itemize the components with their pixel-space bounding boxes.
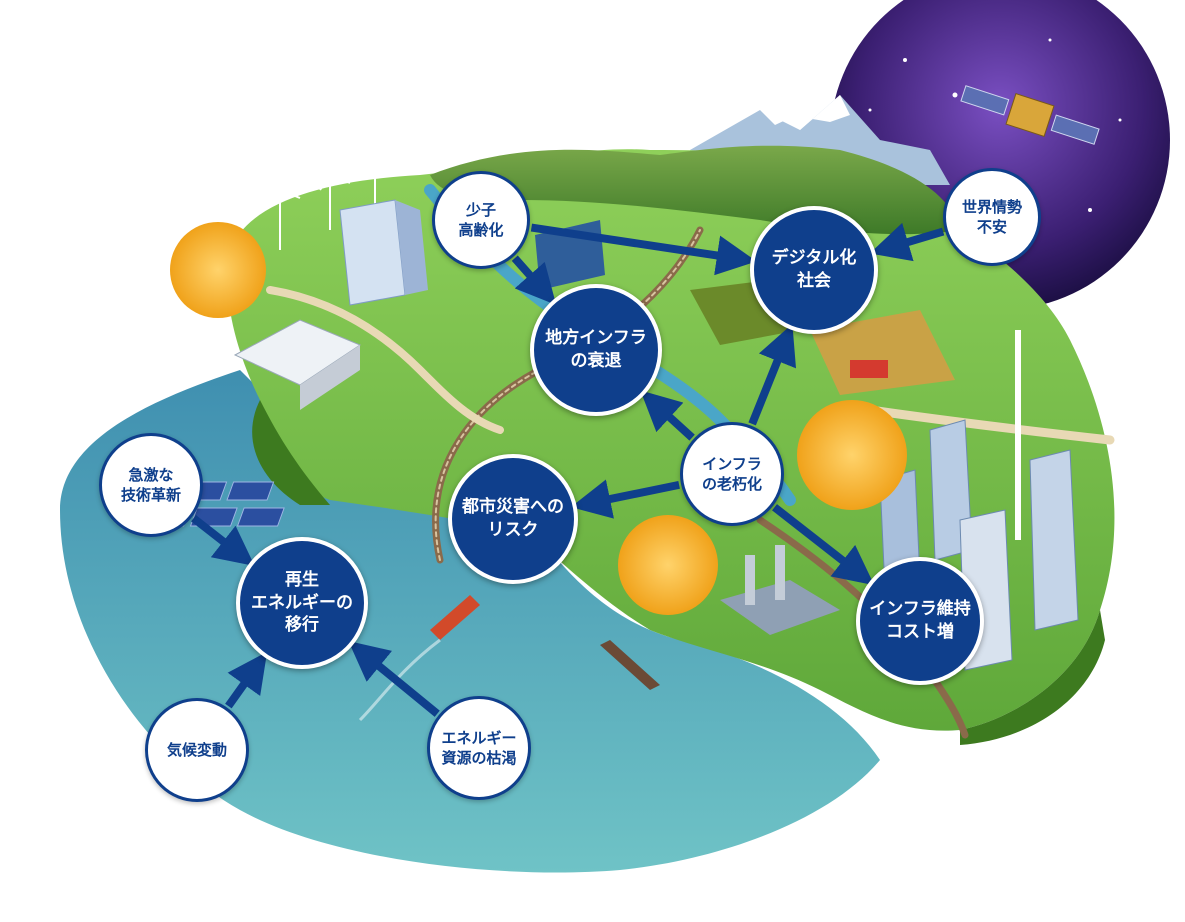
arrow-roukyu-to-digital <box>748 323 797 426</box>
node-sekai: 世界情勢 不安 <box>943 168 1041 266</box>
hospital-building <box>339 199 428 306</box>
node-ijicost: インフラ維持 コスト増 <box>856 557 984 685</box>
satellite-icon <box>960 85 1100 145</box>
arrow-shoushi-to-digital <box>530 223 757 276</box>
node-kikou: 気候変動 <box>145 698 249 802</box>
engineer-badge <box>618 515 718 615</box>
ships <box>358 595 660 722</box>
node-energy: エネルギー 資源の枯渇 <box>427 696 531 800</box>
node-kyugeki: 急激な 技術革新 <box>99 433 203 537</box>
node-roukyu: インフラ の老朽化 <box>680 422 784 526</box>
arrow-shoushi-to-chihou <box>511 255 557 306</box>
operator-badges <box>170 222 907 615</box>
arrow-roukyu-to-toshi <box>570 479 680 519</box>
arrow-energy-to-saisei <box>348 641 440 717</box>
arrow-sekai-to-digital <box>869 222 945 262</box>
arrow-kikou-to-saisei <box>225 651 268 709</box>
arrow-roukyu-to-chihou <box>640 390 695 441</box>
factory <box>720 545 840 635</box>
warehouse <box>233 319 362 410</box>
control-room-badge <box>797 400 907 510</box>
node-toshi: 都市災害への リスク <box>448 454 578 584</box>
node-saisei: 再生 エネルギーの 移行 <box>236 537 368 669</box>
node-shoushi: 少子 高齢化 <box>432 171 530 269</box>
arrow-kyugeki-to-saisei <box>191 515 255 567</box>
node-digital: デジタル化 社会 <box>750 206 878 334</box>
businessman-badge <box>170 222 266 318</box>
skyscrapers <box>879 330 1079 671</box>
relation-arrows <box>191 222 945 717</box>
arrow-roukyu-to-ijicost <box>772 504 875 586</box>
node-chihou: 地方インフラ の衰退 <box>530 284 662 416</box>
wind-turbines <box>267 134 396 250</box>
